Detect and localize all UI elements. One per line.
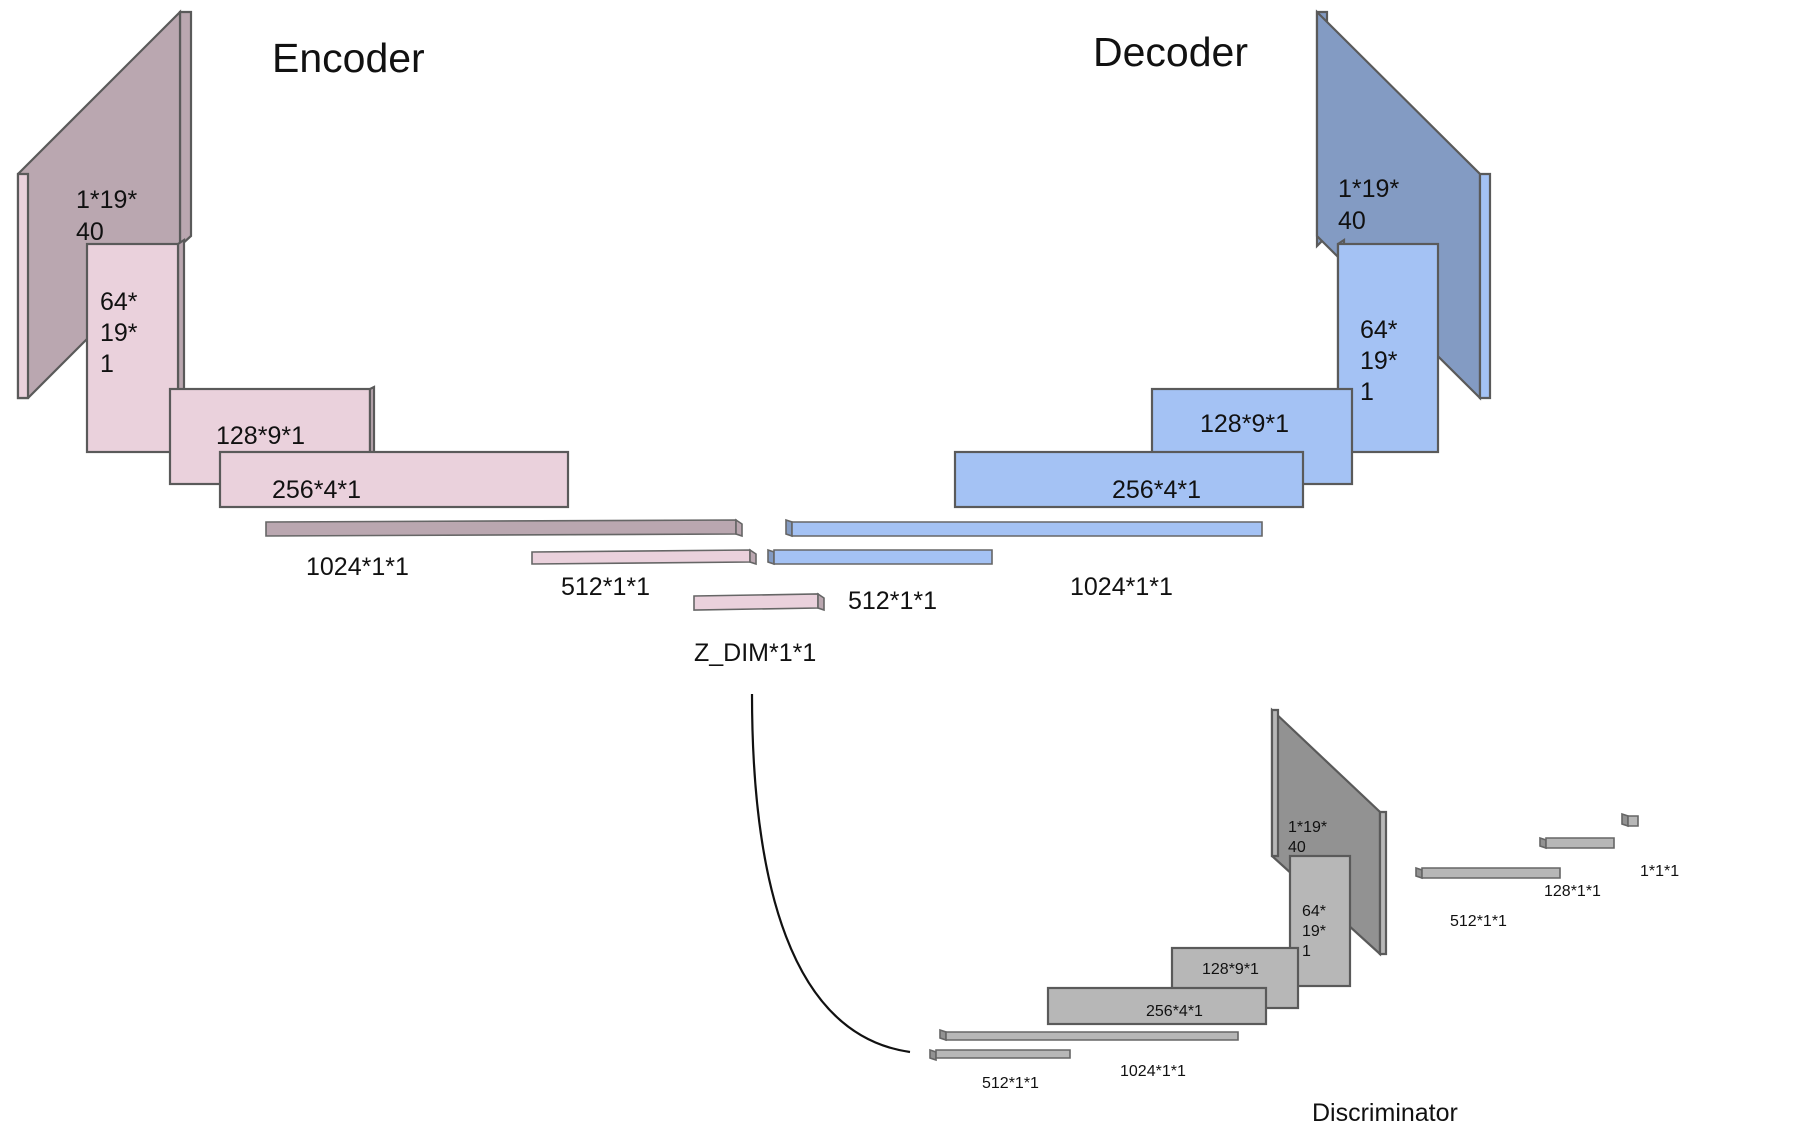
encoder-layer-512x1x1-label: 512*1*1 xyxy=(561,573,650,601)
discriminator-layer-512x1x1-input: 512*1*1 xyxy=(929,1048,1071,1092)
discriminator-layer-1024x1x1-label: 1024*1*1 xyxy=(1120,1063,1186,1080)
decoder-layer-128x9x1-label: 128*9*1 xyxy=(1200,410,1289,438)
decoder-layer-1x19x40-label: 1*19*40 xyxy=(1338,175,1399,235)
decoder-layer-1x19x40: 1*19*40 xyxy=(1315,9,1492,401)
decoder-section: Decoder 1*19*40 64*19*1 128*9*1 256*4*1 xyxy=(767,9,1492,615)
latent-to-discriminator-connector xyxy=(750,693,911,1054)
encoder-layer-1x19x40: 1*19*40 xyxy=(16,9,193,400)
discriminator-layer-1024x1x1: 1024*1*1 xyxy=(939,1028,1239,1080)
encoder-layer-1x19x40-label: 1*19*40 xyxy=(76,186,137,246)
discriminator-layer-256x4x1: 256*4*1 xyxy=(1046,986,1268,1026)
discriminator-layer-512x1x1-dense-label: 512*1*1 xyxy=(1450,913,1507,930)
discriminator-layer-1x19x40-label: 1*19*40 xyxy=(1288,819,1327,856)
encoder-layer-512x1x1: 512*1*1 xyxy=(531,548,757,601)
discriminator-section: Discriminator 1*19*40 64*19*1 128*9*1 25… xyxy=(929,707,1679,1127)
discriminator-layer-512x1x1-dense: 512*1*1 xyxy=(1415,866,1561,930)
discriminator-title: Discriminator xyxy=(1312,1099,1458,1127)
discriminator-layer-128x1x1: 128*1*1 xyxy=(1539,836,1615,900)
encoder-title: Encoder xyxy=(272,35,425,81)
discriminator-layer-64x19x1: 64*19*1 xyxy=(1288,854,1352,988)
discriminator-layer-1x1x1-label: 1*1*1 xyxy=(1640,863,1679,880)
latent-z-label: Z_DIM*1*1 xyxy=(694,639,816,667)
encoder-layer-256x4x1: 256*4*1 xyxy=(218,450,570,509)
latent-z-layer: Z_DIM*1*1 xyxy=(693,592,825,667)
encoder-layer-64x19x1-label: 64*19*1 xyxy=(100,288,138,378)
discriminator-layer-128x1x1-label: 128*1*1 xyxy=(1544,883,1601,900)
encoder-layer-1024x1x1-label: 1024*1*1 xyxy=(306,553,409,581)
encoder-section: Encoder 1*19*40 64*19*1 128*9*1 256*4*1 xyxy=(16,9,825,667)
decoder-layer-512x1x1-label: 512*1*1 xyxy=(848,587,937,615)
decoder-layer-256x4x1: 256*4*1 xyxy=(953,450,1305,509)
discriminator-layer-128x9x1-label: 128*9*1 xyxy=(1202,961,1259,978)
decoder-layer-512x1x1: 512*1*1 xyxy=(767,548,993,615)
encoder-layer-1024x1x1: 1024*1*1 xyxy=(265,518,743,581)
discriminator-layer-64x19x1-label: 64*19*1 xyxy=(1302,903,1326,960)
decoder-layer-64x19x1-label: 64*19*1 xyxy=(1360,316,1398,406)
encoder-layer-128x9x1-label: 128*9*1 xyxy=(216,422,305,450)
encoder-layer-256x4x1-label: 256*4*1 xyxy=(272,476,361,504)
decoder-layer-64x19x1: 64*19*1 xyxy=(1336,237,1440,455)
discriminator-layer-1x19x40: 1*19*40 xyxy=(1270,707,1388,957)
discriminator-layer-512x1x1-input-label: 512*1*1 xyxy=(982,1075,1039,1092)
discriminator-layer-1x1x1: 1*1*1 xyxy=(1621,812,1679,880)
decoder-layer-1024x1x1: 1024*1*1 xyxy=(785,518,1263,601)
discriminator-layer-256x4x1-label: 256*4*1 xyxy=(1146,1003,1203,1020)
decoder-title: Decoder xyxy=(1093,29,1248,75)
decoder-layer-1024x1x1-label: 1024*1*1 xyxy=(1070,573,1173,601)
decoder-layer-256x4x1-label: 256*4*1 xyxy=(1112,476,1201,504)
encoder-layer-64x19x1: 64*19*1 xyxy=(85,237,186,455)
